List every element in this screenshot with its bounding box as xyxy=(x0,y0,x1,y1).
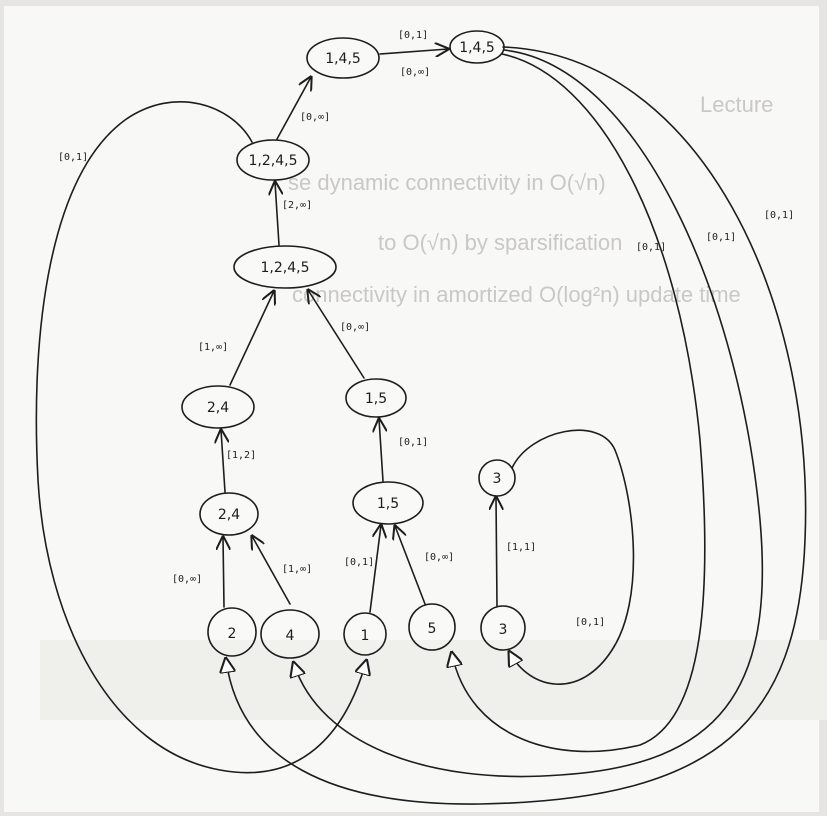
ghost-text-3: to O(√n) by sparsification xyxy=(378,230,622,255)
node-label: 1 xyxy=(361,628,370,644)
edge-label: [1,2] xyxy=(226,450,256,461)
node-label: 4 xyxy=(286,628,295,644)
node-label: 2 xyxy=(228,626,237,642)
node-24-upper: 2,4 xyxy=(181,385,255,429)
ghost-text-1: Lecture xyxy=(700,92,773,117)
node-4: 4 xyxy=(260,609,320,659)
edge-label: [1,∞] xyxy=(198,342,228,353)
edge-label: [0,1] xyxy=(636,242,666,253)
edge-1245-to-145: [0,∞] xyxy=(276,77,330,140)
edge-145-loop-to-node-2: [0,1] xyxy=(226,46,807,805)
edge-label: [0,1] xyxy=(706,232,736,243)
edge-label: [1,∞] xyxy=(282,564,312,575)
edge-label: [0,1] xyxy=(575,617,605,628)
node-145-right: 1,4,5 xyxy=(449,30,505,64)
edge-1245-to-1245: [2,∞] xyxy=(275,182,312,246)
node-3-upper: 3 xyxy=(478,459,516,497)
node-3-lower: 3 xyxy=(480,605,526,651)
edge-24-to-24: [1,2] xyxy=(221,430,256,493)
edge-label: [0,∞] xyxy=(172,574,202,585)
node-1: 1 xyxy=(343,612,387,656)
edge-label: [0,1] xyxy=(344,557,374,568)
edge-145-to-145: [0,1] [0,∞] xyxy=(379,30,448,78)
edge-1-to-15: [0,1] xyxy=(344,525,381,613)
edge-label: [0,∞] xyxy=(340,322,370,333)
edge-label: [0,∞] xyxy=(300,112,330,123)
node-1245-upper: 1,2,4,5 xyxy=(236,139,310,181)
node-label: 1,2,4,5 xyxy=(261,260,310,276)
node-label: 1,2,4,5 xyxy=(249,153,298,169)
node-5: 5 xyxy=(408,603,456,651)
node-label: 2,4 xyxy=(218,507,240,523)
node-label: 5 xyxy=(428,621,437,637)
edge-15-to-15: [0,1] xyxy=(379,419,428,482)
node-label: 3 xyxy=(499,622,508,638)
node-label: 1,4,5 xyxy=(459,40,495,56)
node-15-upper: 1,5 xyxy=(345,378,407,418)
ghost-text-4: connectivity in amortized O(log²n) updat… xyxy=(292,282,741,307)
edge-label: [0,1] xyxy=(764,210,794,221)
edge-2-to-24: [0,∞] xyxy=(172,537,224,608)
ghost-text-2: se dynamic connectivity in O(√n) xyxy=(288,170,606,195)
node-15-lower: 1,5 xyxy=(352,481,424,525)
edge-3-loop-to-3: [0,1] xyxy=(510,429,635,685)
node-label: 1,5 xyxy=(365,391,387,407)
edge-label: [0,1] xyxy=(398,437,428,448)
node-label: 1,4,5 xyxy=(325,51,361,67)
edge-label: [0,∞] xyxy=(400,67,430,78)
edge-label: [0,1] xyxy=(58,152,88,163)
edge-label: [2,∞] xyxy=(282,200,312,211)
node-145-left: 1,4,5 xyxy=(306,37,380,79)
edge-label: [0,∞] xyxy=(424,552,454,563)
edge-15-to-1245: [0,∞] xyxy=(308,290,370,379)
edge-1245-loop-to-node-1: [0,1] xyxy=(35,101,366,774)
node-label: 1,5 xyxy=(377,496,399,512)
edge-145-loop-to-node-5: [0,1] xyxy=(452,53,706,753)
node-24-lower: 2,4 xyxy=(199,492,259,536)
edge-3-to-3: [1,1] xyxy=(496,497,536,607)
edge-label: [0,1] xyxy=(398,30,428,41)
edge-5-to-15: [0,∞] xyxy=(395,526,454,605)
node-2: 2 xyxy=(207,607,257,657)
edge-24-to-1245: [1,∞] xyxy=(198,291,274,386)
node-1245-lower: 1,2,4,5 xyxy=(233,245,337,289)
node-label: 2,4 xyxy=(207,400,229,416)
edge-145-loop-to-node-4: [0,1] xyxy=(294,49,764,778)
edge-label: [1,1] xyxy=(506,542,536,553)
paper-shadow-band xyxy=(40,640,827,720)
node-label: 3 xyxy=(493,471,502,487)
edge-4-to-24: [1,∞] xyxy=(252,536,312,605)
